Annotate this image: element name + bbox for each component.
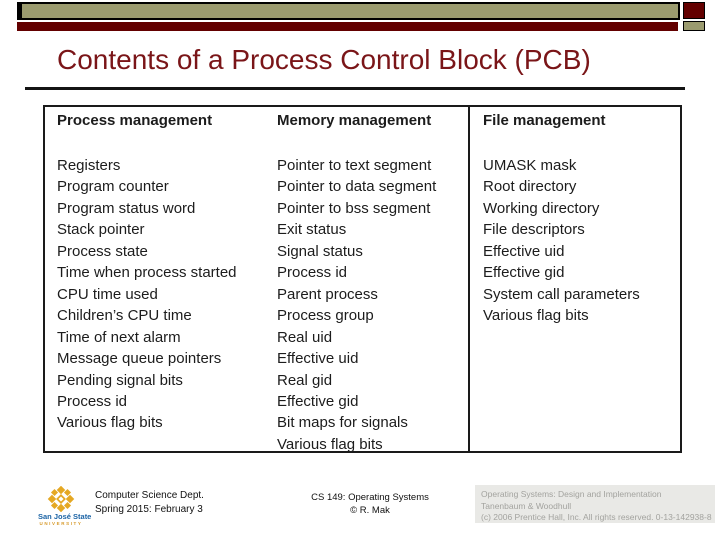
table-cell: Various flag bits <box>277 435 383 453</box>
footer-dept-info: Computer Science Dept. Spring 2015: Febr… <box>95 489 204 516</box>
table-cell: Time of next alarm <box>57 328 181 346</box>
page-title: Contents of a Process Control Block (PCB… <box>57 44 591 75</box>
sjsu-logo: San José State UNIVERSITY <box>38 486 92 534</box>
table-cell: Real gid <box>277 371 333 389</box>
credit-book-title: Operating Systems: Design and Implementa… <box>481 489 662 499</box>
table-cell: Time when process started <box>57 264 237 282</box>
column-memory-management: Memory management Pointer to text segmen… <box>277 107 468 453</box>
table-cell: Program counter <box>57 178 169 196</box>
table-cell: CPU time used <box>57 285 158 303</box>
column-header-file: File management <box>483 112 606 129</box>
table-cell: File descriptors <box>483 221 585 239</box>
column-header-process: Process management <box>57 112 213 129</box>
table-cell: Process state <box>57 242 148 260</box>
footer-course-line: CS 149: Operating Systems <box>311 492 429 503</box>
credit-authors: Tanenbaum & Woodhull <box>481 500 572 511</box>
table-cell: Pending signal bits <box>57 371 183 389</box>
footer-course-info: CS 149: Operating Systems © R. Mak <box>290 492 450 517</box>
table-cell: System call parameters <box>483 285 640 303</box>
table-cell: Pointer to text segment <box>277 157 432 174</box>
table-cell: Pointer to bss segment <box>277 199 431 217</box>
table-cell: Working directory <box>483 199 600 217</box>
table-cell: Effective uid <box>277 350 359 368</box>
title-underline <box>25 87 685 90</box>
table-cell: Various flag bits <box>483 307 589 325</box>
logo-text-university: UNIVERSITY <box>39 521 83 526</box>
table-cell: Registers <box>57 157 121 174</box>
logo-text-sjsu: San José State <box>38 512 92 521</box>
footer-credit-box: Operating Systems: Design and Implementa… <box>475 485 715 523</box>
table-cell: Process id <box>277 264 348 282</box>
header-red-square <box>683 2 705 19</box>
column-header-memory: Memory management <box>277 112 432 129</box>
header-khaki-square <box>683 21 705 31</box>
table-cell: UMASK mask <box>483 157 577 174</box>
sjsu-starburst-icon <box>47 486 75 512</box>
table-cell: Root directory <box>483 178 577 196</box>
table-cell: Message queue pointers <box>57 350 222 368</box>
table-cell: Stack pointer <box>57 221 145 239</box>
table-cell: Program status word <box>57 199 196 217</box>
footer-semester-line: Spring 2015: February 3 <box>95 503 203 515</box>
header-khaki-bar <box>17 2 680 20</box>
header-maroon-bar <box>17 22 678 31</box>
table-cell: Effective gid <box>277 392 359 410</box>
table-cell: Process id <box>57 392 128 410</box>
table-cell: Process group <box>277 307 374 325</box>
footer-author-line: © R. Mak <box>350 504 390 516</box>
table-cell: Children’s CPU time <box>57 307 192 325</box>
table-cell: Pointer to data segment <box>277 178 437 196</box>
table-cell: Various flag bits <box>57 414 163 432</box>
table-cell: Effective uid <box>483 242 565 260</box>
table-cell: Signal status <box>277 242 363 260</box>
table-cell: Exit status <box>277 221 347 239</box>
table-cell: Parent process <box>277 285 378 303</box>
table-cell: Real uid <box>277 328 333 346</box>
footer-dept-line: Computer Science Dept. <box>95 490 204 501</box>
credit-copyright: (c) 2006 Prentice Hall, Inc. All rights … <box>481 512 712 522</box>
table-cell: Bit maps for signals <box>277 414 408 432</box>
table-cell: Effective gid <box>483 264 565 282</box>
